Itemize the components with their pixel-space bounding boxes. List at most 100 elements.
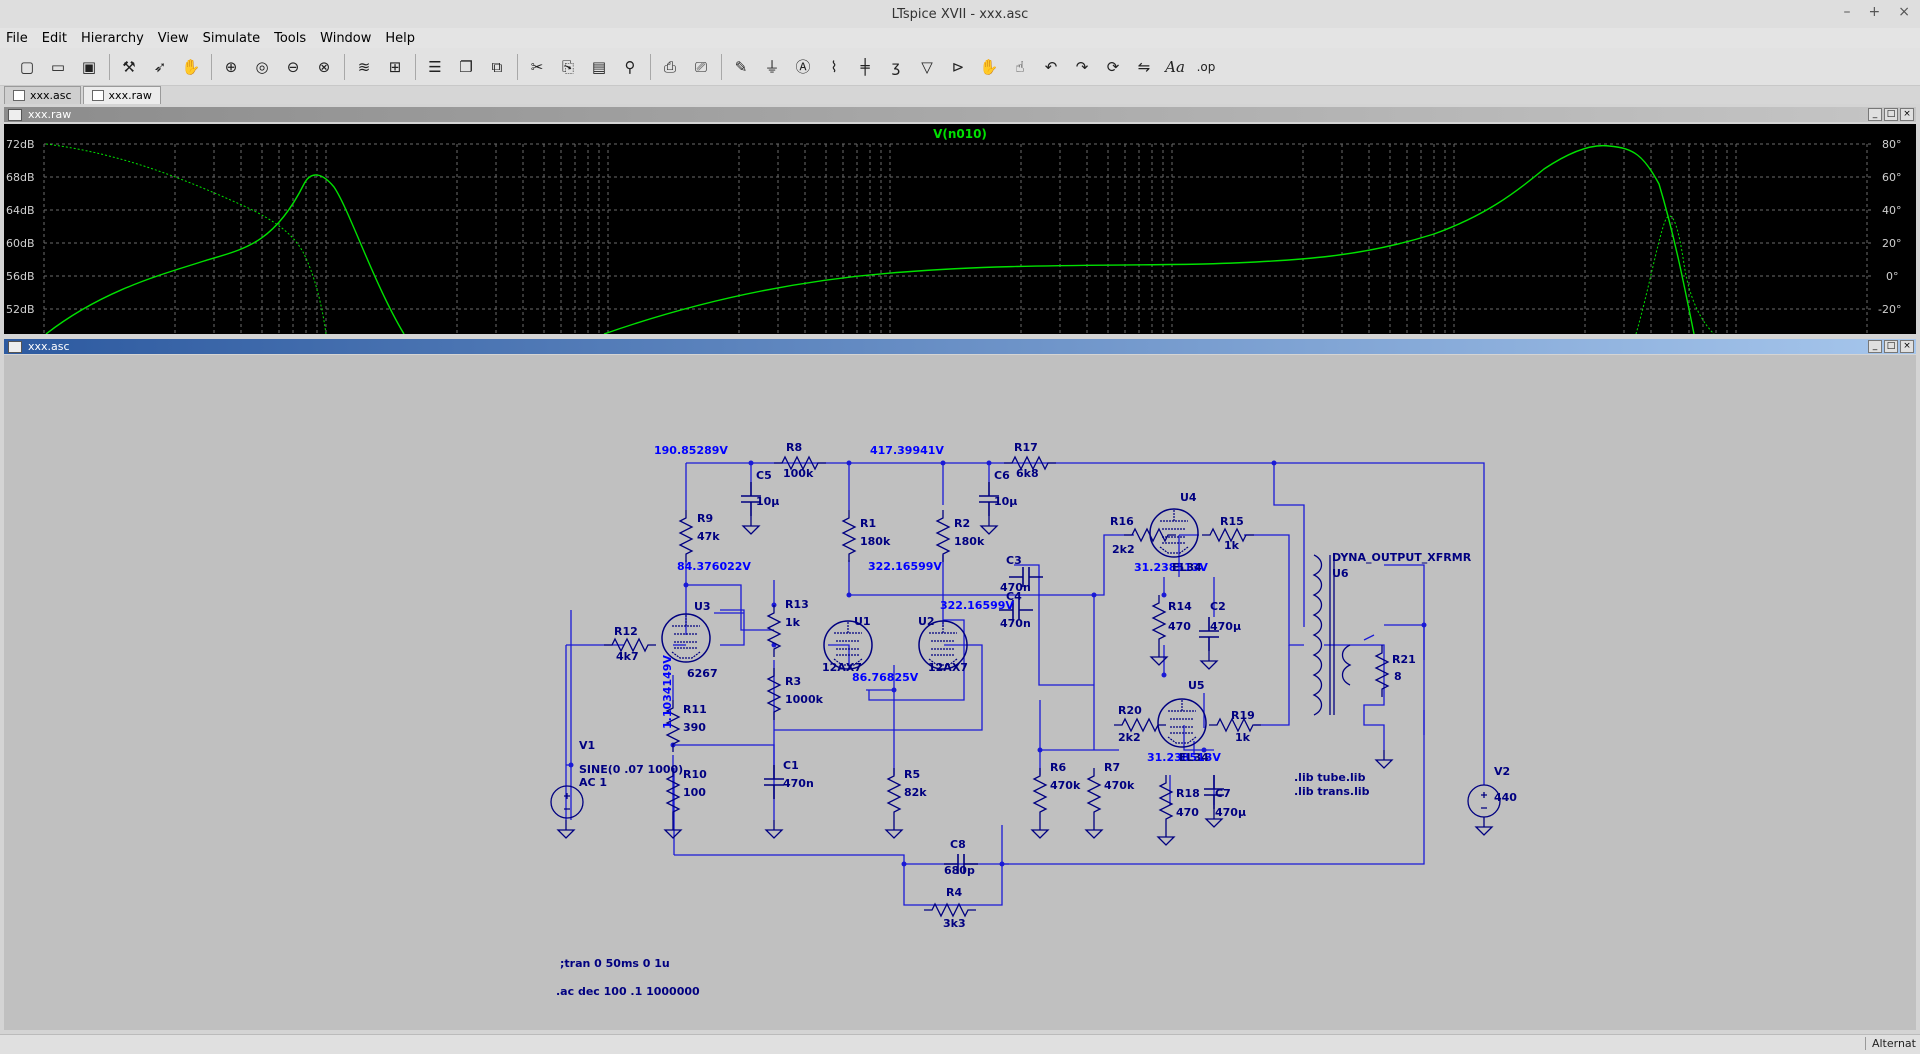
ground-icon[interactable]: ⏚ [764,58,780,76]
label-U2: U2 [918,615,935,628]
tube-U3[interactable] [661,613,711,663]
mirror-icon[interactable]: ⇋ [1137,57,1151,76]
voltage-label[interactable]: 31.238513V [1134,561,1208,574]
grid-icon[interactable]: ⊞ [388,57,402,76]
save-icon[interactable]: ▣ [81,57,97,76]
resistor-R21[interactable] [1375,644,1389,698]
halt-icon[interactable]: ✋ [181,57,201,76]
tube-U5[interactable] [1157,698,1207,748]
paste-icon[interactable]: ▤ [591,57,607,76]
resistor-R14[interactable] [1152,594,1166,648]
open-icon[interactable]: ▭ [50,57,66,76]
maximize-icon[interactable]: □ [1884,340,1898,353]
trace-label[interactable]: V(n010) [933,127,987,141]
voltage-label[interactable]: 417.39941V [870,444,944,457]
resistor-R5[interactable] [887,767,901,821]
waveform-window-title[interactable]: xxx.raw _ □ × [4,107,1916,122]
resistor-icon[interactable]: ⌇ [830,57,838,76]
print-setup-icon[interactable]: ⎚ [694,57,707,76]
resistor-R2[interactable] [936,509,950,563]
close-icon[interactable]: × [1900,340,1914,353]
drag-icon[interactable]: ☝ [1015,57,1025,76]
menu-view[interactable]: View [157,30,189,46]
voltage-label[interactable]: 1.1034149V [661,655,674,729]
voltage-label[interactable]: 190.85289V [654,444,728,457]
resistor-R7[interactable] [1087,767,1101,821]
voltage-label[interactable]: 31.238513V [1147,751,1221,764]
autorange-icon[interactable]: ≋ [357,57,371,76]
close-icon[interactable]: × [1900,108,1914,121]
tab-schematic[interactable]: xxx.asc [4,86,81,104]
schematic-canvas[interactable]: 190.85289V 417.39941V 84.376022V 322.165… [4,355,1916,1030]
y-tick-left-2: 68dB [6,171,35,184]
resistor-R6[interactable] [1033,767,1047,821]
spice-directive-lib2[interactable]: .lib trans.lib [1294,785,1370,798]
tile-horizontal-icon[interactable]: ☰ [428,57,442,76]
control-panel-icon[interactable]: ⚒ [122,57,136,76]
undo-icon[interactable]: ↶ [1044,57,1058,76]
resistor-R13[interactable] [767,604,781,658]
diode-icon[interactable]: ▽ [921,57,933,76]
inductor-icon[interactable]: ʒ [891,57,901,76]
schematic-window-title[interactable]: xxx.asc _ □ × [4,339,1916,354]
voltage-label[interactable]: 322.16599V [940,599,1014,612]
zoom-fit-icon[interactable]: ⊗ [317,57,331,76]
cascade-icon[interactable]: ❐ [459,57,473,76]
spice-directive-lib1[interactable]: .lib tube.lib [1294,771,1366,784]
voltage-label[interactable]: 322.16599V [868,560,942,573]
value-U1: 12AX7 [822,661,862,674]
find-icon[interactable]: ⚲ [624,57,636,76]
menu-tools[interactable]: Tools [274,30,307,46]
menu-edit[interactable]: Edit [41,30,67,46]
menu-help[interactable]: Help [385,30,416,46]
label-V2: V2 [1494,765,1510,778]
label-net-icon[interactable]: Ⓐ [795,58,811,76]
close-all-icon[interactable]: ⧉ [491,57,503,76]
zoom-out-icon[interactable]: ⊖ [286,57,300,76]
run-icon[interactable]: ➶ [153,57,167,76]
move-icon[interactable]: ✋ [979,57,999,76]
menu-simulate[interactable]: Simulate [202,30,261,46]
spice-directive-tran[interactable]: ;tran 0 50ms 0 1u [560,957,670,970]
redo-icon[interactable]: ↷ [1075,57,1089,76]
capacitor-icon[interactable]: ╪ [860,57,870,76]
voltage-source-V1[interactable] [550,785,584,819]
value-R15: 1k [1224,539,1240,552]
waveform-pane[interactable]: 72dB 68dB 64dB 60dB 56dB 52dB 80° 60° 40… [4,124,1916,334]
value-U6: DYNA_OUTPUT_XFRMR [1332,551,1472,564]
new-schematic-icon[interactable]: ▢ [19,57,35,76]
draw-wire-icon[interactable]: ✎ [734,57,748,76]
minimize-icon[interactable]: – [1843,4,1851,20]
menu-hierarchy[interactable]: Hierarchy [80,30,144,46]
toolbar: ▢ ▭ ▣ ⚒ ➶ ✋ ⊕ ◎ ⊖ ⊗ ≋ ⊞ ☰ ❐ ⧉ ✂ ⎘ ▤ ⚲ ⎙ … [0,48,1920,86]
spice-directive-ac[interactable]: .ac dec 100 .1 1000000 [556,985,700,998]
voltage-label[interactable]: 86.76825V [852,671,919,684]
label-R16: R16 [1110,515,1134,528]
zoom-pan-icon[interactable]: ◎ [255,57,269,76]
resistor-R9[interactable] [679,509,693,563]
rotate-icon[interactable]: ⟳ [1106,57,1120,76]
label-R14: R14 [1168,600,1192,613]
tab-waveform[interactable]: xxx.raw [82,86,161,104]
cut-icon[interactable]: ✂ [530,57,544,76]
print-icon[interactable]: ⎙ [663,57,676,76]
text-icon[interactable]: Aa [1165,57,1185,76]
resistor-R3[interactable] [767,667,781,721]
resistor-R1[interactable] [842,509,856,563]
minimize-icon[interactable]: _ [1868,108,1882,121]
minimize-icon[interactable]: _ [1868,340,1882,353]
component-icon[interactable]: ⊳ [951,57,965,76]
y-tick-left-3: 64dB [6,204,35,217]
resistor-R4[interactable] [923,903,977,917]
spice-directive-icon[interactable]: .op [1196,59,1216,74]
menu-window[interactable]: Window [320,30,372,46]
label-R11: R11 [683,703,707,716]
voltage-label[interactable]: 84.376022V [677,560,751,573]
close-icon[interactable]: × [1898,4,1910,20]
maximize-icon[interactable]: + [1868,4,1881,20]
menu-file[interactable]: File [6,30,28,46]
output-transformer-U6[interactable] [1312,554,1352,716]
zoom-in-icon[interactable]: ⊕ [224,57,238,76]
copy-icon[interactable]: ⎘ [561,57,574,76]
maximize-icon[interactable]: □ [1884,108,1898,121]
